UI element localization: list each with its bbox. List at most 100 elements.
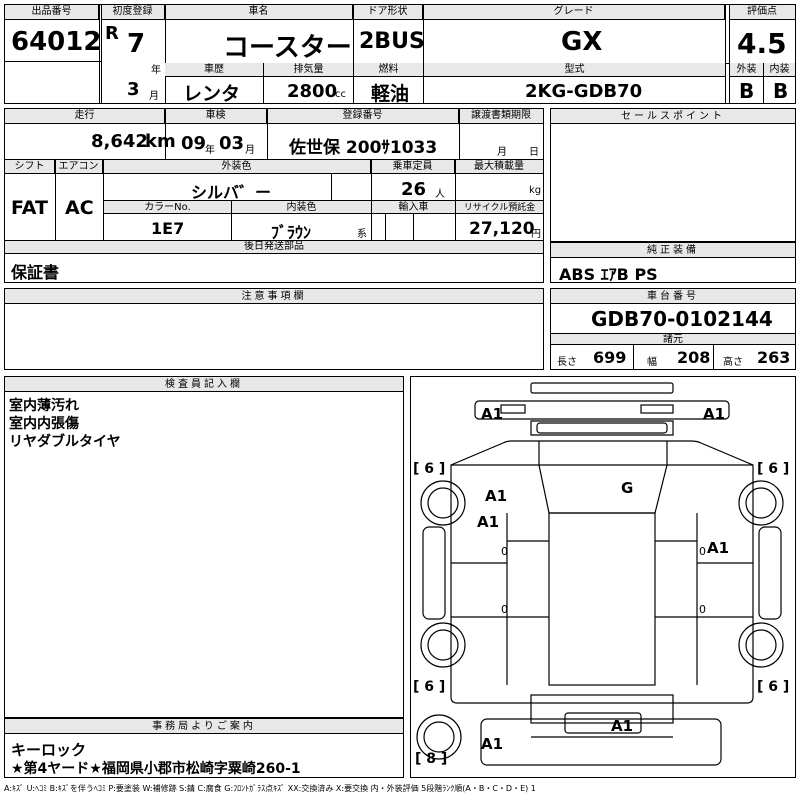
disp-label: 排気量 — [264, 63, 353, 77]
office-line-1: キーロック — [11, 741, 87, 759]
office-line-2: ★第4ヤード★福岡県小郡市松崎字粟崎260-1 — [11, 761, 301, 777]
ext-label: 外装 — [730, 63, 763, 77]
year-unit: 年 — [151, 65, 161, 76]
inspect-month: 03 — [219, 133, 245, 154]
month-unit: 月 — [149, 91, 159, 102]
sales-box: セールスポイント — [550, 108, 796, 242]
shift: FAT — [11, 197, 48, 219]
cap-label: 乗車定員 — [371, 160, 455, 174]
damage-mark-front-left: A1 — [481, 405, 503, 423]
bus-outline-svg: A1 A1 G A1 A1 A1 A1 A1 [ 6 ] [ 6 ] [ 6 ]… — [413, 382, 789, 767]
transfer-day: 日 — [529, 147, 539, 158]
damage-mark-left-front-2: A1 — [477, 513, 499, 531]
tire-rear-right: [ 6 ] — [757, 679, 789, 695]
model-label: 型式 — [424, 63, 725, 77]
fuel-label: 燃料 — [354, 63, 423, 77]
grade: GX — [561, 27, 603, 57]
ac-label: エアコン — [55, 160, 103, 174]
equip-box: 純正装備 ABS ｴｱB PS — [550, 242, 796, 284]
inspector-line-1: 室内薄汚れ — [9, 398, 79, 414]
int-label: 内装 — [764, 63, 795, 77]
reg-year: 7 — [127, 29, 146, 59]
grade-label: グレード — [423, 5, 725, 20]
width: 208 — [677, 348, 711, 367]
import-label: 輸入車 — [372, 201, 455, 214]
history: レンタ — [183, 83, 241, 105]
sales-label: セールスポイント — [551, 109, 795, 124]
colorno-label: カラーNo. — [104, 201, 231, 214]
office-box: 事務局よりご案内 キーロック ★第4ヤード★福岡県小郡市松崎字粟崎260-1 — [4, 718, 404, 778]
inspect-year-unit: 年 — [205, 145, 215, 156]
door-type: 2BUS — [359, 29, 425, 54]
inspect-month-unit: 月 — [245, 145, 255, 156]
disp-unit: cc — [335, 89, 346, 100]
capacity: 26 — [401, 179, 427, 200]
lot-number: 64012 — [11, 27, 102, 57]
zero-mark-1: 0 — [501, 545, 508, 558]
reg-number: 佐世保 200ｻ1033 — [289, 138, 438, 158]
inspector-label: 検査員記入欄 — [5, 377, 403, 392]
ac: AC — [65, 197, 94, 219]
inspector-box: 検査員記入欄 室内薄汚れ 室内内張傷 リヤダブルタイヤ — [4, 376, 404, 718]
damage-mark-front-right: A1 — [703, 405, 725, 423]
chassis-box: 車台番号 GDB70-0102144 諸元 長さ 699 幅 208 高さ 26… — [550, 288, 796, 370]
shift-label: シフト — [5, 160, 55, 174]
mileage: 8,642 — [91, 131, 148, 152]
wid-label: 幅 — [647, 357, 657, 368]
door-label: ドア形状 — [353, 5, 423, 20]
later-label: 後日発送部品 — [5, 241, 543, 253]
inspector-line-2: 室内内張傷 — [9, 416, 79, 432]
car-name: コースター — [223, 33, 352, 63]
fuel: 軽油 — [371, 83, 410, 105]
name-label: 車名 — [165, 5, 353, 20]
spec-label: 諸元 — [551, 333, 795, 345]
recycle-label: リサイクル預託金 — [456, 201, 543, 214]
recycle-fee: 27,120 — [469, 219, 535, 239]
office-label: 事務局よりご案内 — [5, 719, 403, 734]
zero-mark-2: 0 — [501, 603, 508, 616]
mileage-unit: km — [145, 131, 176, 152]
length: 699 — [593, 348, 627, 367]
later-value: 保証書 — [11, 263, 60, 282]
damage-mark-windshield: G — [621, 479, 633, 497]
capacity-unit: 人 — [435, 189, 445, 200]
header-box: 出品番号 初度登録 車名 ドア形状 グレード 評価点 64012 R 7 年 3… — [4, 4, 796, 105]
legend-footer: A:ｷｽﾞ U:ﾍｺﾐ B:ｷｽﾞを伴うﾍｺﾐ P:要塗装 W:補修跡 S:錆 … — [4, 784, 536, 793]
tire-spare: [ 8 ] — [415, 751, 447, 767]
reg-month: 3 — [127, 79, 140, 100]
zero-mark-4: 0 — [699, 603, 706, 616]
zero-mark-3: 0 — [699, 545, 706, 558]
len-label: 長さ — [557, 357, 577, 368]
tire-front-right: [ 6 ] — [757, 461, 789, 477]
damage-mark-rear-1: A1 — [611, 717, 633, 735]
later-box: 保証書 — [4, 253, 544, 283]
mileage-label: 走行 — [5, 109, 165, 124]
equip-label: 純正装備 — [551, 243, 795, 258]
score-label: 評価点 — [729, 5, 795, 20]
intcolor-label: 内装色 — [232, 201, 371, 214]
vehicle-diagram: A1 A1 G A1 A1 A1 A1 A1 [ 6 ] [ 6 ] [ 6 ]… — [410, 376, 796, 778]
reg-label: 初度登録 — [101, 5, 165, 20]
exterior-color: シルバ゛ー — [191, 183, 272, 202]
chassis-label: 車台番号 — [551, 289, 795, 304]
notes-label: 注意事項欄 — [5, 289, 543, 304]
color-label: 外装色 — [103, 160, 371, 174]
model-code: 2KG-GDB70 — [525, 81, 643, 102]
equip-value: ABS ｴｱB PS — [559, 265, 658, 284]
tire-front-left: [ 6 ] — [413, 461, 445, 477]
intcolor-unit: 系 — [357, 229, 367, 240]
era: R — [105, 23, 119, 44]
damage-mark-rear-2: A1 — [481, 735, 503, 753]
inspect-label: 車検 — [165, 109, 267, 124]
transfer-label: 譲渡書類期限 — [459, 109, 543, 124]
load-unit: kg — [529, 185, 542, 196]
inspector-line-3: リヤダブルタイヤ — [9, 434, 121, 450]
regno-label: 登録番号 — [267, 109, 459, 124]
chassis-number: GDB70-0102144 — [591, 307, 773, 331]
lot-label: 出品番号 — [5, 5, 99, 20]
height: 263 — [757, 348, 791, 367]
hei-label: 高さ — [723, 357, 743, 368]
score: 4.5 — [737, 27, 787, 60]
tire-rear-left: [ 6 ] — [413, 679, 445, 695]
load-label: 最大積載量 — [455, 160, 543, 174]
